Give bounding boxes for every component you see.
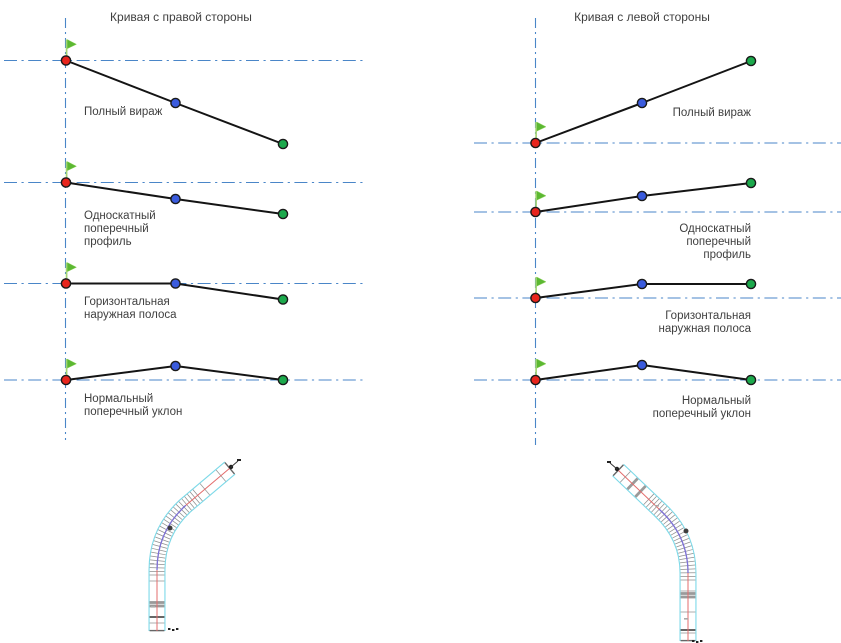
road-end-leader — [230, 460, 239, 468]
row-label: профиль — [84, 236, 132, 248]
red-grip-point — [530, 374, 541, 386]
red-grip-point — [60, 55, 72, 66]
flag-icon — [66, 161, 78, 172]
green-grip-point — [745, 278, 757, 290]
road-start-label-mark — [692, 640, 695, 642]
flag-icon — [66, 262, 78, 273]
road-curve-centerline — [156, 467, 231, 631]
red-grip-point — [60, 177, 72, 188]
green-grip-point — [745, 374, 757, 386]
row-label: Горизонтальная — [84, 296, 170, 308]
panel-left-curve: Кривая с левой стороны Полный вираж Одно… — [574, 10, 751, 420]
green-grip-point — [277, 294, 289, 305]
row-label: Нормальный — [84, 393, 153, 405]
row-label: поперечный уклон — [84, 406, 182, 418]
green-grip-point — [277, 138, 289, 150]
flag-icon — [536, 276, 547, 287]
road-station-mark — [150, 563, 154, 565]
curve-midpoint-marker — [683, 528, 689, 534]
panel-title: Кривая с правой стороны — [110, 10, 252, 24]
flag-icon — [536, 190, 547, 201]
red-grip-point — [530, 206, 541, 218]
red-grip-point — [530, 292, 541, 304]
panel-title: Кривая с левой стороны — [574, 10, 710, 24]
blue-grip-point — [636, 359, 648, 371]
row-label: Односкатный — [679, 223, 751, 235]
panel-right-curve-geometry — [4, 18, 364, 440]
row-label: Нормальный — [682, 395, 751, 407]
row-label: Полный вираж — [673, 107, 752, 119]
green-grip-point — [277, 374, 289, 386]
panel-left-curve-geometry — [474, 18, 841, 445]
flag-icon — [536, 121, 547, 132]
road-start-label-mark — [176, 628, 179, 630]
row-label: наружная полоса — [658, 323, 751, 335]
red-grip-point — [60, 374, 72, 386]
blue-grip-point — [636, 97, 648, 109]
road-station-mark — [151, 606, 155, 608]
blue-grip-point — [170, 278, 181, 289]
row-label: наружная полоса — [84, 309, 177, 321]
road-start-label-mark — [168, 628, 171, 630]
red-grip-point — [530, 137, 541, 149]
panel-right-curve: Кривая с правой стороны Полный вираж Одн… — [84, 10, 252, 418]
blue-grip-point — [170, 360, 181, 372]
road-end-label-mark — [607, 461, 611, 463]
row-label: Горизонтальная — [665, 310, 751, 322]
red-grip-point — [60, 278, 72, 289]
road-station-mark — [655, 505, 659, 507]
road-start-label-mark — [700, 640, 703, 642]
road-plan — [607, 461, 703, 643]
road-station-mark — [684, 618, 688, 620]
road-plan — [148, 459, 241, 632]
flag-icon — [66, 358, 78, 369]
blue-grip-point — [170, 193, 181, 205]
flag-icon — [536, 358, 547, 369]
row-label: Полный вираж — [84, 106, 163, 118]
row-label: Односкатный — [84, 210, 156, 222]
road-plan-views — [148, 459, 703, 643]
green-grip-point — [745, 177, 757, 189]
row-label: поперечный — [84, 223, 149, 235]
blue-grip-point — [636, 278, 648, 290]
road-end-label-mark — [237, 459, 241, 461]
road-end-leader — [609, 462, 618, 470]
green-grip-point — [745, 55, 757, 67]
road-start-label-mark — [696, 641, 699, 643]
road-surface — [612, 464, 696, 641]
row-label: профиль — [703, 249, 751, 261]
road-start-label-mark — [172, 629, 175, 631]
flag-icon — [66, 39, 78, 50]
green-grip-point — [277, 208, 289, 220]
row-label: поперечный уклон — [653, 408, 751, 420]
road-curve-centerline — [617, 469, 689, 641]
curve-midpoint-marker — [167, 525, 173, 531]
blue-grip-point — [636, 190, 648, 202]
blue-grip-point — [170, 97, 181, 109]
row-label: поперечный — [686, 236, 751, 248]
